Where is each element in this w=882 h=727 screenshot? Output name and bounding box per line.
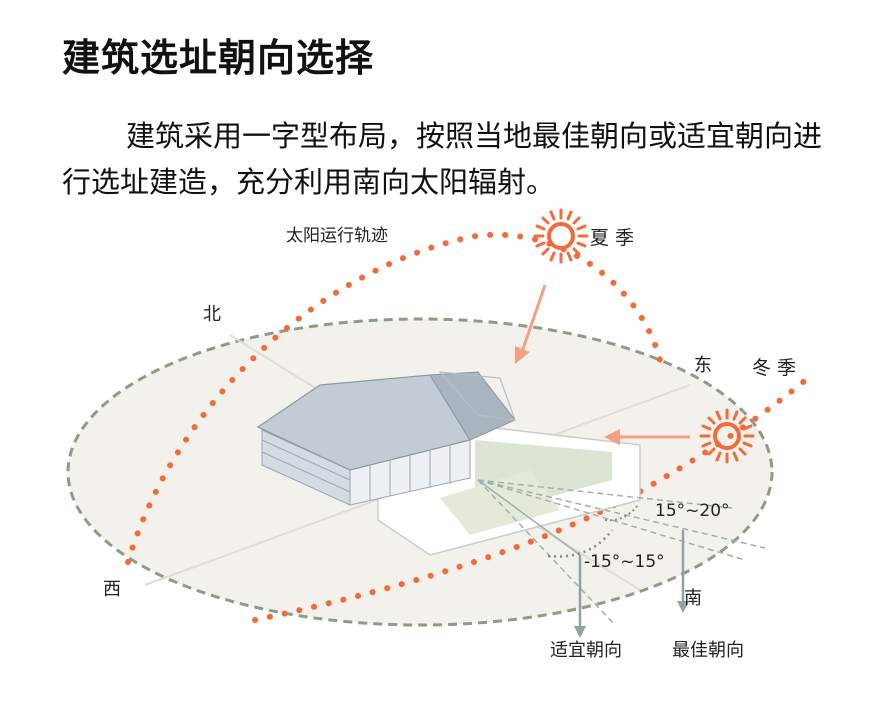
sun-path-arc <box>125 231 663 565</box>
description-paragraph: 建筑采用一字型布局，按照当地最佳朝向或适宜朝向进行选址建造，充分利用南向太阳辐射… <box>62 119 823 199</box>
building-illustration <box>256 371 641 556</box>
north-label: 北 <box>203 304 221 325</box>
sun-path-label: 太阳运行轨迹 <box>286 226 388 246</box>
best-orientation-arrow <box>677 530 689 613</box>
summer-sun-arrow <box>515 284 547 364</box>
suitable-orientation-label: 适宜朝向 <box>550 640 622 661</box>
best-orientation-label: 最佳朝向 <box>672 640 744 661</box>
winter-label: 冬 季 <box>752 357 796 379</box>
east-label: 东 <box>694 355 712 376</box>
winter-sun-arrow <box>604 429 690 445</box>
winter-sun-path <box>252 375 811 623</box>
page-title: 建筑选址朝向选择 <box>62 36 375 80</box>
winter-sun-icon <box>699 408 755 464</box>
south-label: 南 <box>684 588 702 609</box>
suitable-orientation-arrow <box>574 555 586 638</box>
angle-range-2-label: -15°~15° <box>584 552 665 572</box>
orientation-angle-lines <box>477 479 766 626</box>
west-label: 西 <box>103 579 121 600</box>
angle-range-1-label: 15°~20° <box>655 501 730 521</box>
summer-sun-icon <box>533 208 589 264</box>
summer-label: 夏 季 <box>590 227 634 249</box>
